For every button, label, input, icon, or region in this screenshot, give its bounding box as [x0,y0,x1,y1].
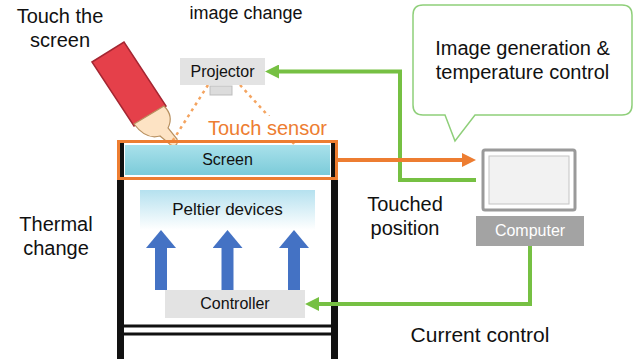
peltier-box: Peltier devices [140,190,315,230]
node-text: Touch sensor [205,116,330,140]
edge-label: Current control [360,322,600,347]
monitor-screen [489,156,569,204]
connector-arrow [319,246,530,304]
node-text: Peltier devices [172,200,283,220]
connector-arrow [170,85,208,145]
projector-box: Projector [180,58,265,85]
projector-lens [210,86,232,95]
callout-outline [413,5,632,115]
controller-box: Controller [165,290,305,318]
annotation-label: Touch the screen [4,4,116,52]
callout-shape [413,5,632,141]
connector-arrow [155,248,167,290]
monitor-icon [476,148,584,214]
node-text: Computer [476,216,584,246]
node-text: Image generation & temperature control [428,36,618,84]
edge-label: Touched position [350,192,460,240]
frame-bar [124,333,331,336]
computer-icon: Computer [476,148,584,246]
node-text: Screen [202,150,253,169]
node-text: Projector [190,62,254,81]
callout-bubble: Image generation & temperature control [413,5,632,115]
connector-arrow [222,248,234,290]
connector-arrow [338,158,462,162]
connector-arrow [288,248,300,290]
annotation-label: Thermal change [4,212,108,260]
screen-box: Screen [125,145,330,175]
annotation-label: image change [176,3,316,25]
touch-sensor-box: Touch sensorScreen [117,140,338,180]
node-text: Controller [200,294,269,313]
frame-bar [124,325,331,328]
monitor-frame [483,150,575,210]
